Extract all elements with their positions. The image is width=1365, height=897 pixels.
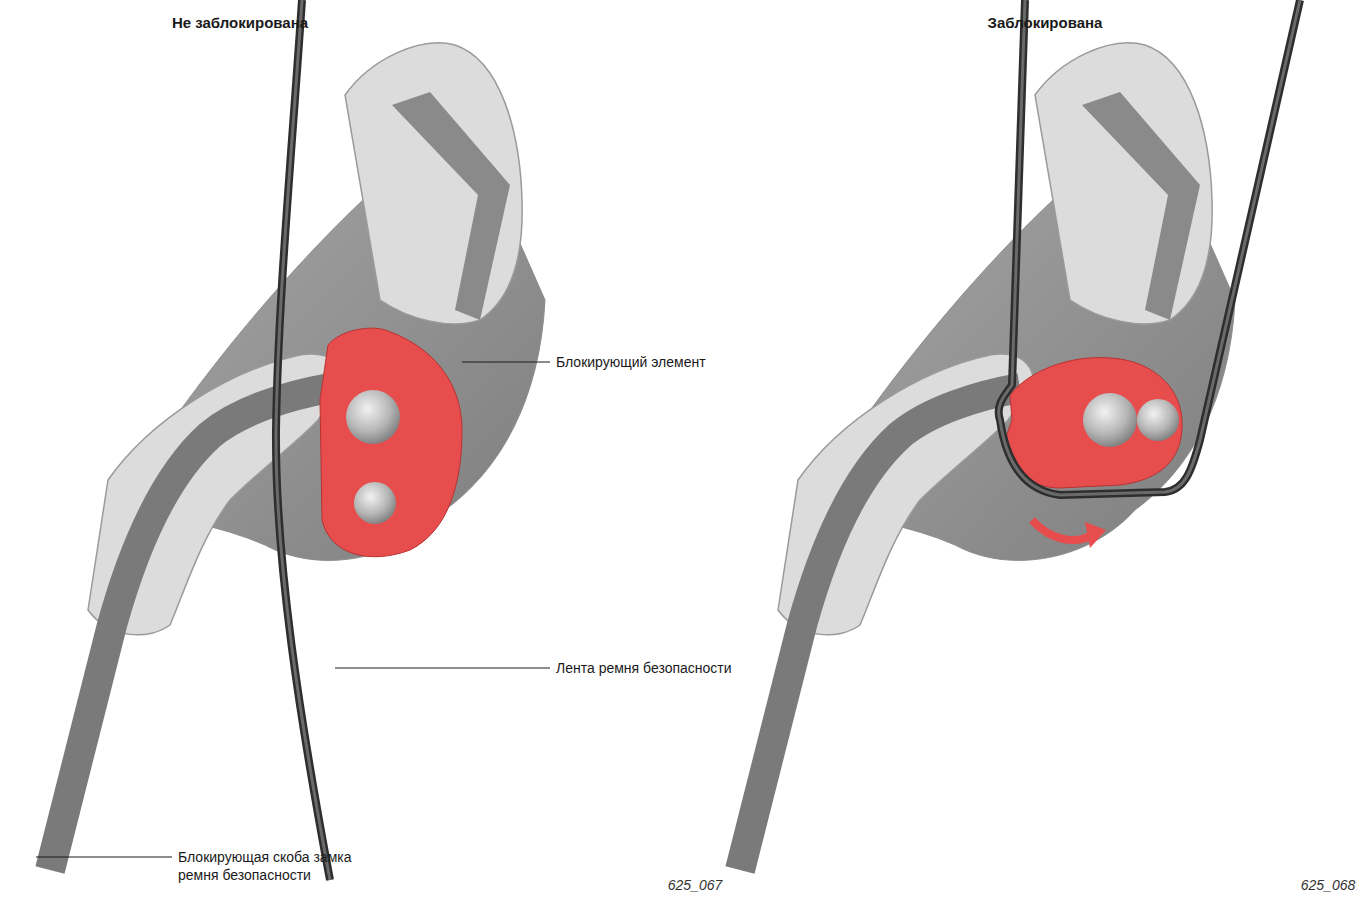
part-label: Блокирующая скоба замка ремня безопаснос… xyxy=(178,848,368,884)
state-heading: Заблокирована xyxy=(988,14,1103,32)
figure-number: 625_067 xyxy=(668,876,723,894)
figure-number: 625_068 xyxy=(1301,876,1356,894)
part-label: Блокирующий элемент xyxy=(556,353,706,371)
part-label: Лента ремня безопасности xyxy=(556,659,732,677)
state-heading: Не заблокирована xyxy=(172,14,308,32)
